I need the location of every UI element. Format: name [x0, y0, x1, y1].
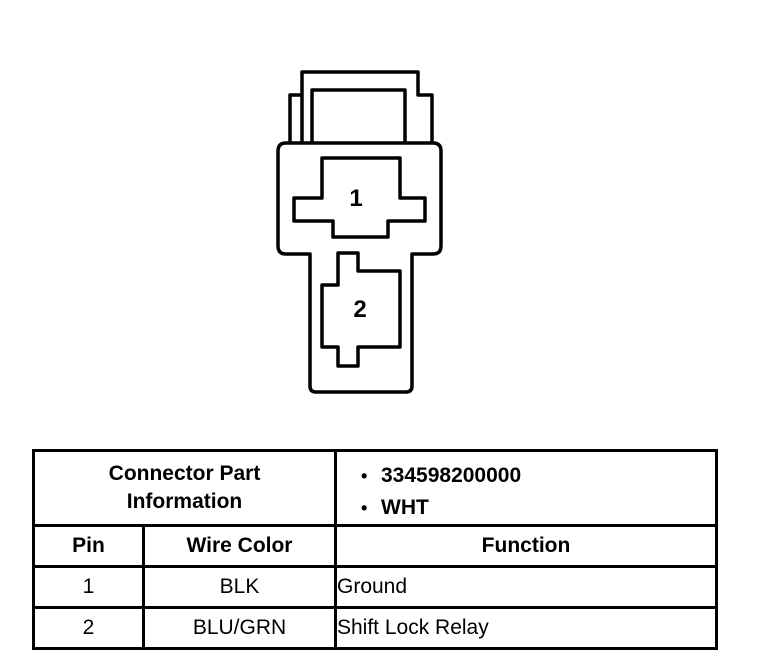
part-number: 334598200000	[361, 460, 715, 492]
part-info-row: Connector Part Information 334598200000 …	[32, 449, 718, 527]
connector-face-diagram: 1 2	[276, 70, 443, 394]
connector-body-outline	[276, 141, 443, 394]
table-row: 2 BLU/GRN Shift Lock Relay	[32, 606, 718, 650]
connector-color: WHT	[361, 492, 715, 524]
function-cell: Shift Lock Relay	[334, 606, 718, 650]
part-info-label: Connector Part Information	[32, 449, 337, 527]
column-header-function: Function	[334, 524, 718, 568]
column-header-pin: Pin	[32, 524, 145, 568]
wire-color-cell: BLU/GRN	[142, 606, 337, 650]
pin-cell: 1	[32, 565, 145, 609]
wire-color-cell: BLK	[142, 565, 337, 609]
connector-info-table: Connector Part Information 334598200000 …	[32, 449, 718, 650]
connector-tab-inner	[288, 88, 407, 143]
part-info-values: 334598200000 WHT	[334, 449, 718, 527]
pin-1-cavity	[292, 156, 427, 239]
function-cell: Ground	[334, 565, 718, 609]
pin-cell: 2	[32, 606, 145, 650]
column-header-wire-color: Wire Color	[142, 524, 337, 568]
column-header-row: Pin Wire Color Function	[32, 524, 718, 568]
pin-2-label: 2	[353, 296, 366, 323]
part-info-label-line1: Connector Part	[108, 462, 261, 485]
connector-locking-tab	[300, 70, 434, 143]
table-row: 1 BLK Ground	[32, 565, 718, 609]
part-info-label-line2: Information	[126, 490, 243, 513]
pin-2-cavity	[320, 251, 402, 368]
pin-1-label: 1	[349, 185, 362, 212]
